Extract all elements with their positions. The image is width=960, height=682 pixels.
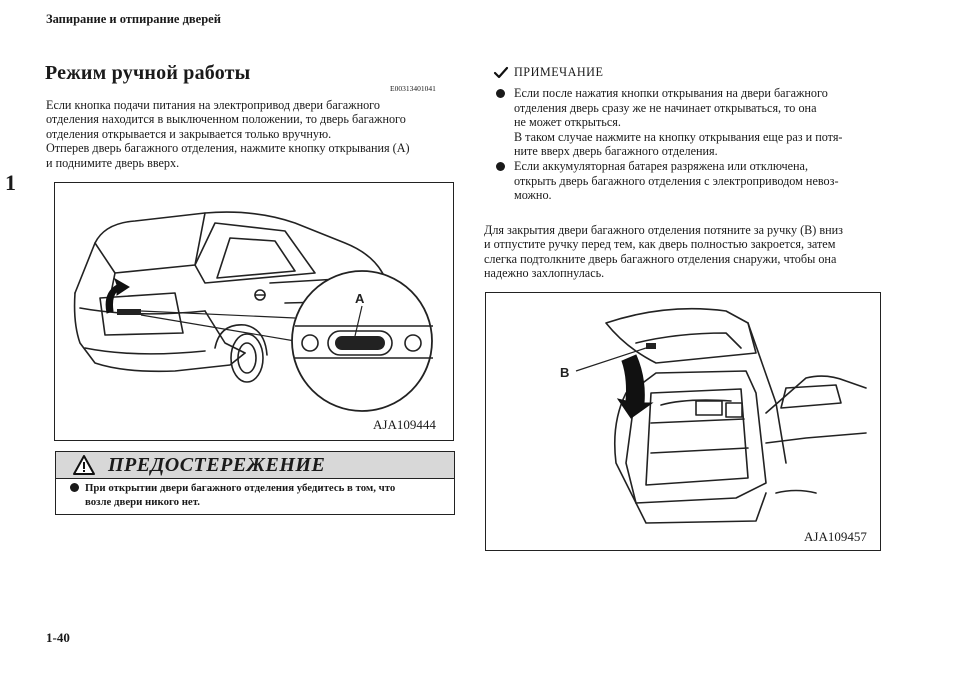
callout-a: A <box>355 291 365 306</box>
note-line: открыть дверь багажного отделения с элек… <box>514 173 839 188</box>
note-title: ПРИМЕЧАНИЕ <box>514 65 604 79</box>
running-header: Запирание и отпирание дверей <box>46 12 221 26</box>
document-code: E00313401041 <box>390 84 436 93</box>
paragraph-line: и поднимите дверь вверх. <box>46 155 180 170</box>
warning-header: ПРЕДОСТЕРЕЖЕНИЕ <box>56 452 454 479</box>
note-line: В таком случае нажмите на кнопку открыва… <box>514 129 843 144</box>
chapter-marker: 1 <box>5 170 16 195</box>
warning-text: При открытии двери багажного отделения у… <box>70 482 395 509</box>
paragraph-line: Отперев дверь багажного отделения, нажми… <box>46 141 410 156</box>
note-line: не может открыться. <box>514 115 621 130</box>
note-check-icon <box>493 66 509 79</box>
warning-line: возле двери никого нет. <box>85 495 200 508</box>
note-item: Если аккумуляторная батарея разряжена ил… <box>496 159 896 203</box>
bullet-icon <box>70 483 79 492</box>
paragraph-line: Если кнопка подачи питания на электропри… <box>46 98 380 112</box>
note-line: ните вверх дверь багажного отделения. <box>514 144 718 159</box>
note-item: Если после нажатия кнопки открывания на … <box>496 86 896 159</box>
note-line: Если аккумуляторная батарея разряжена ил… <box>514 158 809 173</box>
warning-box: ПРЕДОСТЕРЕЖЕНИЕ При открытии двери багаж… <box>55 451 455 515</box>
paragraph-line: надежно захлопнулась. <box>484 266 605 281</box>
note-line: Если после нажатия кнопки открывания на … <box>514 86 828 100</box>
paragraph-line: отделения находится в выключенном положе… <box>46 112 406 127</box>
close-direction-arrow <box>616 354 654 419</box>
figure-tailgate-button: A AJA109444 <box>54 182 454 441</box>
note-line: можно. <box>514 188 552 203</box>
bullet-icon <box>496 161 505 171</box>
closing-paragraph: Для закрытия двери багажного отделения п… <box>484 223 884 281</box>
paragraph-line: слегка подтолкните дверь багажного отдел… <box>484 251 837 266</box>
callout-b: B <box>560 365 569 380</box>
section-title: Режим ручной работы <box>45 62 251 84</box>
handle-b-marker <box>646 343 656 349</box>
note-line: отделения дверь сразу же не начинает отк… <box>514 100 817 115</box>
open-button <box>335 336 385 350</box>
warning-line: При открытии двери багажного отделения у… <box>85 482 396 494</box>
paragraph-line: и отпустите ручку перед тем, как дверь п… <box>484 237 836 252</box>
figure-code: AJA109457 <box>804 529 867 544</box>
figure-code: AJA109444 <box>373 417 436 432</box>
warning-title: ПРЕДОСТЕРЕЖЕНИЕ <box>108 454 326 476</box>
open-tailgate-illustration: B <box>560 307 867 524</box>
note-list: Если после нажатия кнопки открывания на … <box>496 86 896 203</box>
car-rear-illustration: A <box>73 211 433 412</box>
bullet-icon <box>496 89 505 98</box>
open-button-marker <box>117 309 141 315</box>
page-number: 1-40 <box>46 630 70 645</box>
warning-triangle-icon <box>73 455 95 475</box>
intro-paragraph: Если кнопка подачи питания на электропри… <box>46 98 458 170</box>
paragraph-line: отделения открывается и закрывается толь… <box>46 126 332 141</box>
figure-tailgate-closing: B AJA109457 <box>485 292 881 551</box>
paragraph-line: Для закрытия двери багажного отделения п… <box>484 223 843 237</box>
